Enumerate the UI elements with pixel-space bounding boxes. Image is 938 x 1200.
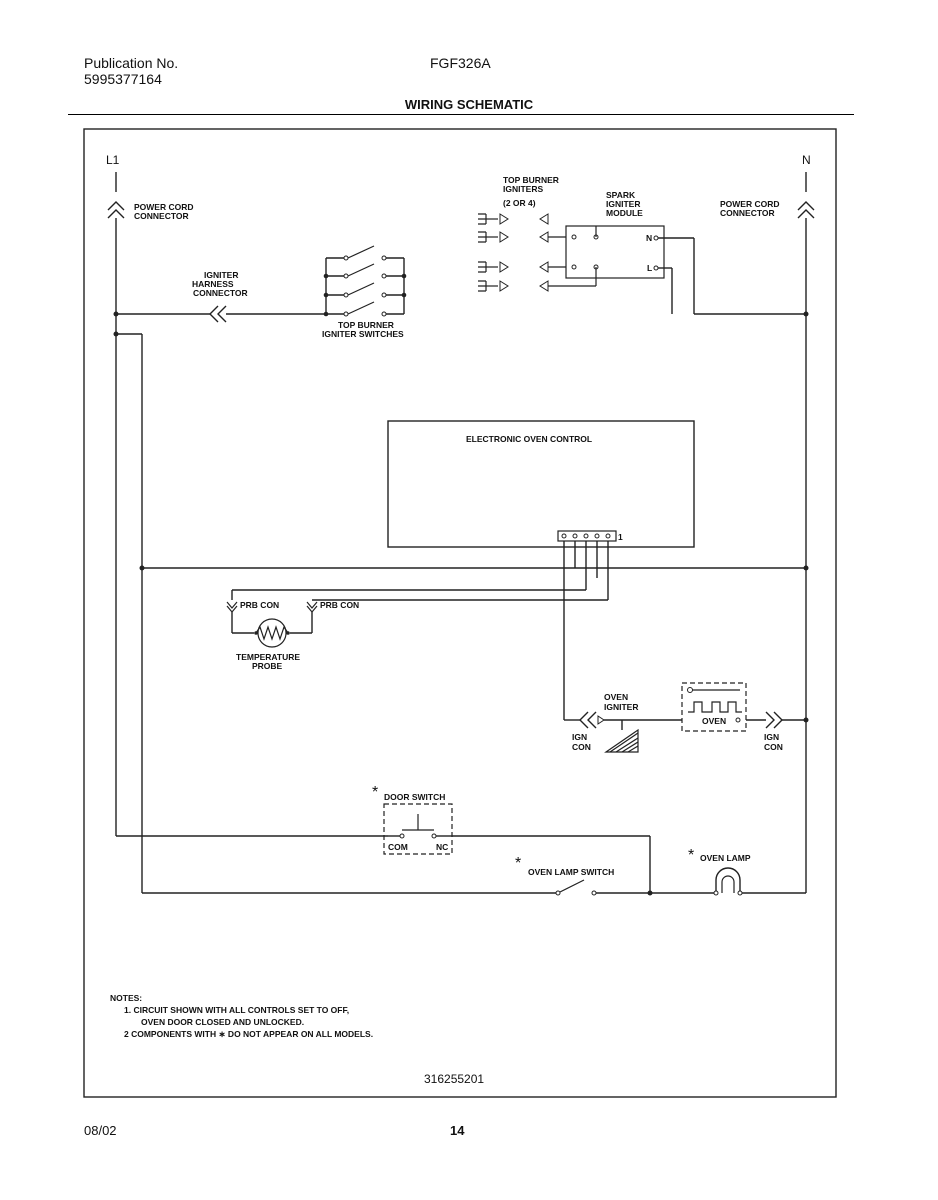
igniter-harness-connector: IGNITER HARNESS CONNECTOR <box>116 270 326 323</box>
svg-text:OVEN: OVEN <box>604 692 628 702</box>
model-number: FGF326A <box>430 55 491 71</box>
svg-text:MODULE: MODULE <box>606 208 643 218</box>
page-number: 14 <box>450 1123 465 1138</box>
svg-text:CONNECTOR: CONNECTOR <box>134 211 189 221</box>
svg-text:IGNITER: IGNITER <box>606 199 640 209</box>
oven-valve: OVEN IGN CON <box>681 682 806 752</box>
svg-text:DOOR SWITCH: DOOR SWITCH <box>384 792 445 802</box>
svg-text:TOP BURNER: TOP BURNER <box>503 175 559 185</box>
power-cord-connector-right-label: POWER CORD CONNECTOR <box>720 199 780 218</box>
svg-text:PRB CON: PRB CON <box>240 600 279 610</box>
svg-text:OVEN DOOR CLOSED AND UNLOCKED.: OVEN DOOR CLOSED AND UNLOCKED. <box>141 1017 304 1027</box>
svg-text:(2 OR 4): (2 OR 4) <box>503 198 536 208</box>
oven-igniter: OVEN IGNITER IGN CON <box>564 692 682 753</box>
svg-text:IGNITER: IGNITER <box>204 270 238 280</box>
temperature-probe: PRB CON PRB CON TEMPERATURE PROBE <box>226 589 608 671</box>
svg-text:1. CIRCUIT SHOWN WITH ALL CONT: 1. CIRCUIT SHOWN WITH ALL CONTROLS SET T… <box>124 1005 349 1015</box>
svg-text:ELECTRONIC OVEN CONTROL: ELECTRONIC OVEN CONTROL <box>466 434 592 444</box>
publication-number: 5995377164 <box>84 71 162 87</box>
svg-text:PRB CON: PRB CON <box>320 600 359 610</box>
svg-text:OVEN LAMP SWITCH: OVEN LAMP SWITCH <box>528 867 614 877</box>
svg-text:*: * <box>688 847 694 864</box>
top-burner-igniter-switches: TOP BURNER IGNITER SWITCHES <box>322 245 407 339</box>
svg-text:TOP BURNER: TOP BURNER <box>338 320 394 330</box>
svg-text:*: * <box>515 855 521 872</box>
footer-date: 08/02 <box>84 1123 117 1138</box>
svg-text:OVEN: OVEN <box>702 716 726 726</box>
svg-text:*: * <box>372 784 378 801</box>
n-label: N <box>802 153 811 167</box>
svg-text:COM: COM <box>388 842 408 852</box>
svg-text:1: 1 <box>618 532 623 542</box>
publication-info: Publication No. 5995377164 <box>84 55 178 87</box>
svg-text:PROBE: PROBE <box>252 661 283 671</box>
power-cord-connector-left-label: POWER CORD CONNECTOR <box>134 202 194 221</box>
top-burner-igniters: TOP BURNER IGNITERS (2 OR 4) <box>478 175 596 292</box>
svg-text:IGN: IGN <box>764 732 779 742</box>
svg-text:NC: NC <box>436 842 448 852</box>
spark-igniter-module: SPARK IGNITER MODULE N L <box>565 190 695 314</box>
svg-text:POWER CORD: POWER CORD <box>720 199 780 209</box>
svg-text:IGNITER: IGNITER <box>604 702 638 712</box>
svg-text:HARNESS: HARNESS <box>192 279 234 289</box>
svg-text:OVEN LAMP: OVEN LAMP <box>700 853 751 863</box>
svg-text:CON: CON <box>764 742 783 752</box>
svg-text:TEMPERATURE: TEMPERATURE <box>236 652 300 662</box>
svg-text:POWER CORD: POWER CORD <box>134 202 194 212</box>
svg-text:CONNECTOR: CONNECTOR <box>193 288 248 298</box>
svg-text:IGN: IGN <box>572 732 587 742</box>
electronic-oven-control: ELECTRONIC OVEN CONTROL 1 <box>387 420 695 548</box>
svg-text:SPARK: SPARK <box>606 190 636 200</box>
title-rule <box>68 114 854 115</box>
l1-label: L1 <box>106 153 120 167</box>
svg-text:IGNITER SWITCHES: IGNITER SWITCHES <box>322 329 404 339</box>
door-switch: * DOOR SWITCH COM NC <box>372 784 453 855</box>
notes: NOTES: 1. CIRCUIT SHOWN WITH ALL CONTROL… <box>110 993 373 1039</box>
drawing-number: 316255201 <box>424 1072 484 1086</box>
oven-lamp: * OVEN LAMP <box>650 847 751 896</box>
svg-text:CON: CON <box>572 742 591 752</box>
schematic-frame <box>83 128 837 1098</box>
svg-text:IGNITERS: IGNITERS <box>503 184 543 194</box>
svg-text:L: L <box>647 263 652 273</box>
page-title: WIRING SCHEMATIC <box>404 97 534 112</box>
svg-text:N: N <box>646 233 652 243</box>
svg-text:2 COMPONENTS WITH ∗ DO NOT APP: 2 COMPONENTS WITH ∗ DO NOT APPEAR ON ALL… <box>124 1029 373 1039</box>
l1-bus <box>107 172 556 894</box>
control-bus <box>139 541 806 720</box>
n-bus <box>694 172 815 894</box>
oven-lamp-switch: * OVEN LAMP SWITCH <box>452 835 653 896</box>
svg-text:CONNECTOR: CONNECTOR <box>720 208 775 218</box>
publication-label: Publication No. <box>84 55 179 71</box>
svg-text:NOTES:: NOTES: <box>110 993 142 1003</box>
